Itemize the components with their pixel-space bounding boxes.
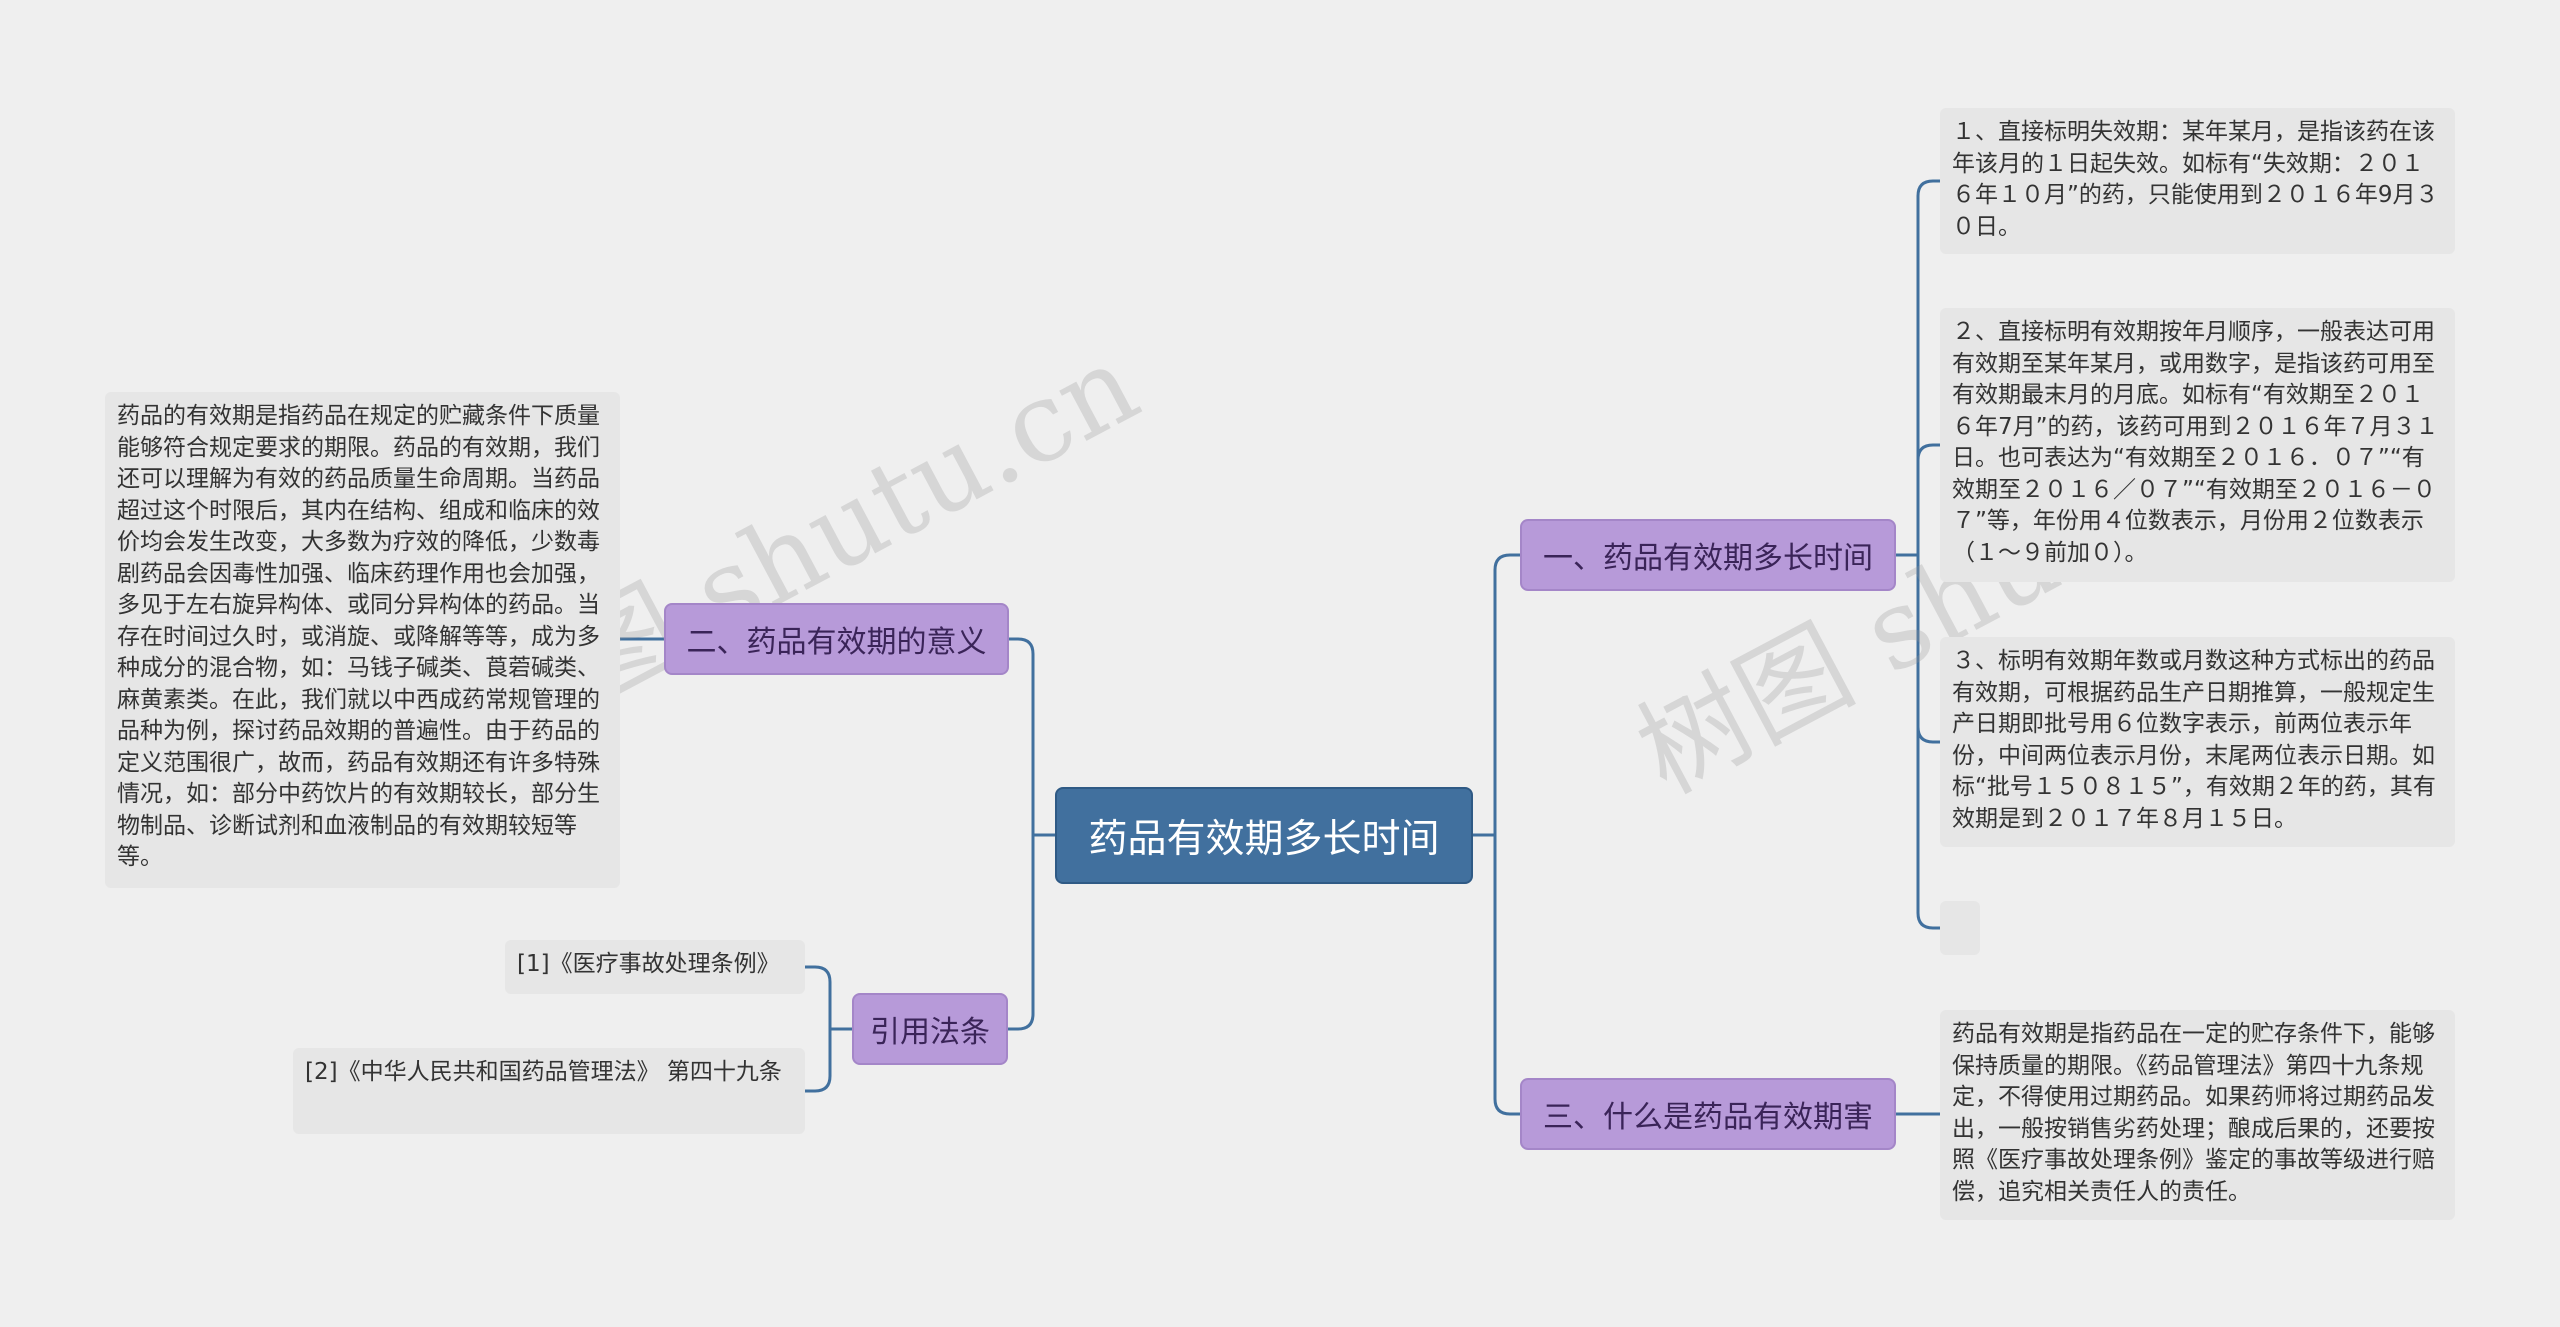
edge-b1-l4 bbox=[1896, 553, 1940, 930]
leaf-definition-note[interactable]: 药品有效期是指药品在一定的贮存条件下，能够保持质量的期限。《药品管理法》第四十九… bbox=[1940, 1010, 2455, 1220]
branch-cited-laws[interactable]: 引用法条 bbox=[852, 993, 1008, 1065]
edge-b3-l8 bbox=[805, 1027, 852, 1093]
branch-validity-meaning[interactable]: 二、药品有效期的意义 bbox=[664, 603, 1009, 675]
edge-root-b2 bbox=[1009, 637, 1055, 837]
leaf-law-reference-2[interactable]: [2]《中华人民共和国药品管理法》 第四十九条 bbox=[293, 1048, 805, 1134]
leaf-batch-number-note[interactable]: ３、标明有效期年数或月数这种方式标出的药品有效期，可根据药品生产日期推算，一般规… bbox=[1940, 637, 2455, 847]
edge-b3-l7 bbox=[805, 965, 852, 1031]
edge-root-b3 bbox=[1008, 833, 1055, 1031]
edge-b1-l1 bbox=[1896, 179, 1940, 557]
root-topic[interactable]: 药品有效期多长时间 bbox=[1055, 787, 1473, 884]
branch-what-is-validity[interactable]: 三、什么是药品有效期害 bbox=[1520, 1078, 1896, 1150]
leaf-meaning-note[interactable]: 药品的有效期是指药品在规定的贮藏条件下质量能够符合规定要求的期限。药品的有效期，… bbox=[105, 392, 620, 888]
leaf-empty[interactable] bbox=[1940, 901, 1980, 955]
leaf-expiry-date-note[interactable]: １、直接标明失效期：某年某月，是指该药在该年该月的１日起失效。如标有“失效期：２… bbox=[1940, 108, 2455, 254]
leaf-law-reference-1[interactable]: [1]《医疗事故处理条例》 bbox=[505, 940, 805, 994]
leaf-valid-until-note[interactable]: ２、直接标明有效期按年月顺序，一般表达可用有效期至某年某月，或用数字，是指该药可… bbox=[1940, 308, 2455, 582]
edge-b1-l2 bbox=[1896, 443, 1940, 557]
edge-root-b1 bbox=[1473, 553, 1520, 837]
edge-root-b4 bbox=[1473, 833, 1520, 1116]
branch-validity-duration[interactable]: 一、药品有效期多长时间 bbox=[1520, 519, 1896, 591]
